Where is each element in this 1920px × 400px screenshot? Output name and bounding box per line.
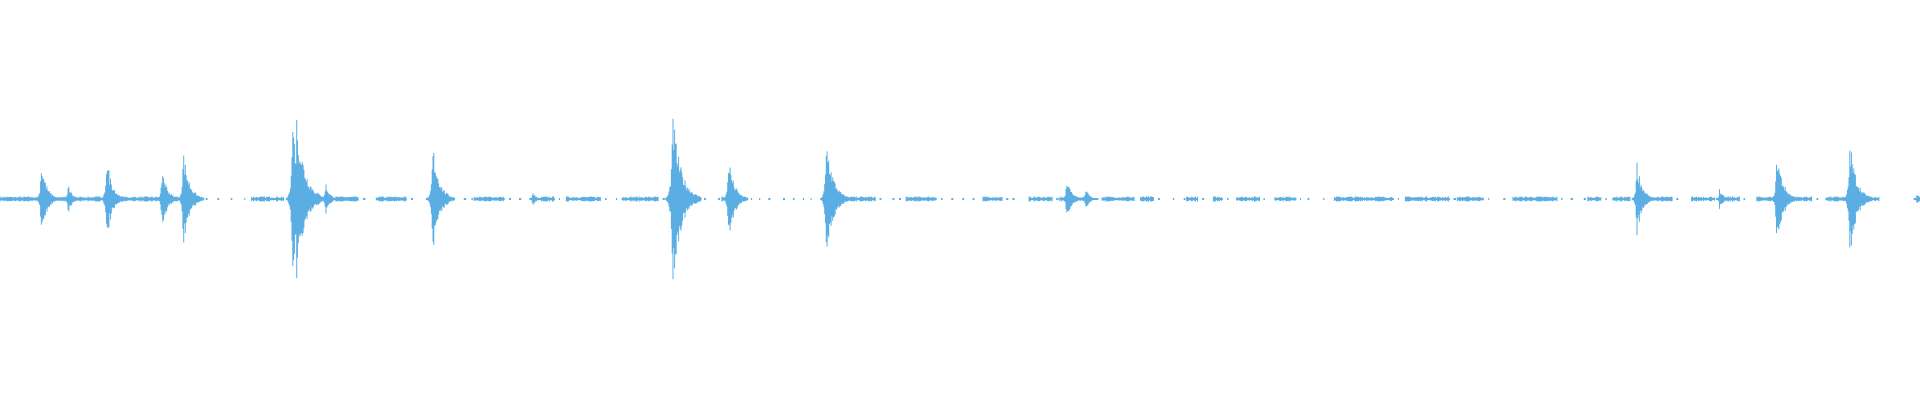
waveform-peak [321, 184, 340, 214]
waveform-speck [1561, 198, 1563, 200]
waveform-segment [1512, 196, 1558, 202]
waveform-speck [759, 198, 761, 200]
waveform-segment [251, 196, 284, 202]
waveform-segment [1140, 196, 1154, 202]
waveform-speck [1570, 198, 1573, 200]
waveform-speck [1227, 198, 1229, 200]
waveform-speck [605, 198, 607, 200]
waveform-segment [1404, 196, 1450, 202]
waveform-peak [1771, 164, 1798, 234]
waveform-speck [519, 198, 522, 200]
waveform-peak [289, 119, 326, 279]
waveform-segment [905, 196, 937, 202]
waveform-speck [783, 198, 785, 200]
waveform-peak [101, 169, 127, 229]
waveform-peak [1062, 185, 1082, 213]
waveform-segment [982, 196, 1003, 202]
waveform-speck [1488, 198, 1490, 200]
waveform-speck [1056, 198, 1059, 200]
waveform-speck [1816, 198, 1819, 200]
waveform-speck [898, 198, 901, 200]
waveform-speck [768, 198, 771, 200]
waveform-peak [426, 153, 456, 245]
waveform-peak [177, 155, 205, 243]
waveform-segment [1028, 196, 1053, 202]
waveform-segment [1212, 196, 1223, 202]
waveform-speck [1323, 198, 1325, 200]
waveform-peak [1082, 191, 1099, 207]
waveform-segment [1652, 196, 1673, 202]
waveform-segment [1456, 196, 1484, 202]
waveform-speck [558, 198, 560, 200]
waveform-speck [1202, 198, 1205, 200]
waveform-speck [750, 198, 753, 200]
waveform-speck [962, 198, 965, 200]
waveform-peak [1843, 150, 1873, 248]
waveform-speck [425, 198, 427, 200]
waveform-peak [665, 118, 702, 280]
waveform-speck [662, 198, 665, 200]
waveform-segment [1691, 196, 1715, 202]
waveform-segment [1612, 196, 1631, 202]
waveform-speck [1263, 198, 1265, 200]
waveform-speck [1503, 198, 1506, 200]
waveform-segment [0, 196, 179, 202]
waveform-segment [1333, 196, 1394, 202]
waveform-speck [792, 198, 795, 200]
waveform-speck [1300, 198, 1301, 200]
waveform-speck [941, 198, 943, 200]
waveform-segment [1101, 196, 1135, 202]
waveform-speck [1157, 198, 1160, 200]
waveform-speck [230, 198, 233, 200]
waveform-segment [1587, 196, 1602, 202]
waveform-peak [1715, 189, 1732, 209]
waveform-speck [1183, 198, 1186, 200]
waveform-segment [621, 196, 659, 202]
waveform-peak [723, 167, 749, 231]
waveform-speck [802, 198, 805, 200]
waveform-speck [1676, 198, 1679, 200]
waveform-speck [471, 198, 473, 200]
waveform-peak [157, 176, 180, 222]
waveform-peak [36, 173, 61, 225]
waveform-speck [892, 198, 895, 200]
waveform-speck [1583, 198, 1586, 200]
waveform-speck [217, 198, 220, 200]
waveform-speck [1172, 198, 1175, 200]
waveform-peak [820, 151, 850, 247]
waveform-speck [951, 198, 954, 200]
waveform-speck [1605, 198, 1607, 200]
waveform-speck [244, 198, 246, 200]
waveform-speck [1012, 198, 1015, 200]
waveform-segment [375, 196, 407, 202]
waveform-speck [718, 198, 720, 200]
waveform-segment [1274, 196, 1297, 202]
waveform-peak [64, 186, 82, 212]
waveform-peak [1913, 195, 1920, 203]
waveform-segment [1236, 196, 1260, 202]
waveform-speck [704, 198, 706, 200]
waveform-segment [1186, 196, 1199, 202]
waveform-speck [411, 198, 413, 200]
waveform-speck [463, 198, 467, 200]
waveform-speck [972, 198, 975, 200]
waveform-speck [509, 198, 511, 200]
waveform-peak [529, 193, 545, 205]
waveform-speck [879, 198, 882, 200]
waveform-peak [1631, 162, 1656, 236]
waveform-speck [1743, 198, 1746, 200]
waveform-speck [363, 198, 366, 200]
waveform-speck [615, 198, 618, 200]
waveform-segment [565, 196, 601, 202]
waveform-speck [1397, 198, 1399, 200]
waveform-segment [473, 196, 505, 202]
waveform-speck [1006, 198, 1009, 200]
waveform-speck [810, 198, 812, 200]
waveform-speck [1453, 198, 1456, 200]
waveform-speck [1307, 198, 1310, 200]
waveform-speck [205, 198, 208, 200]
